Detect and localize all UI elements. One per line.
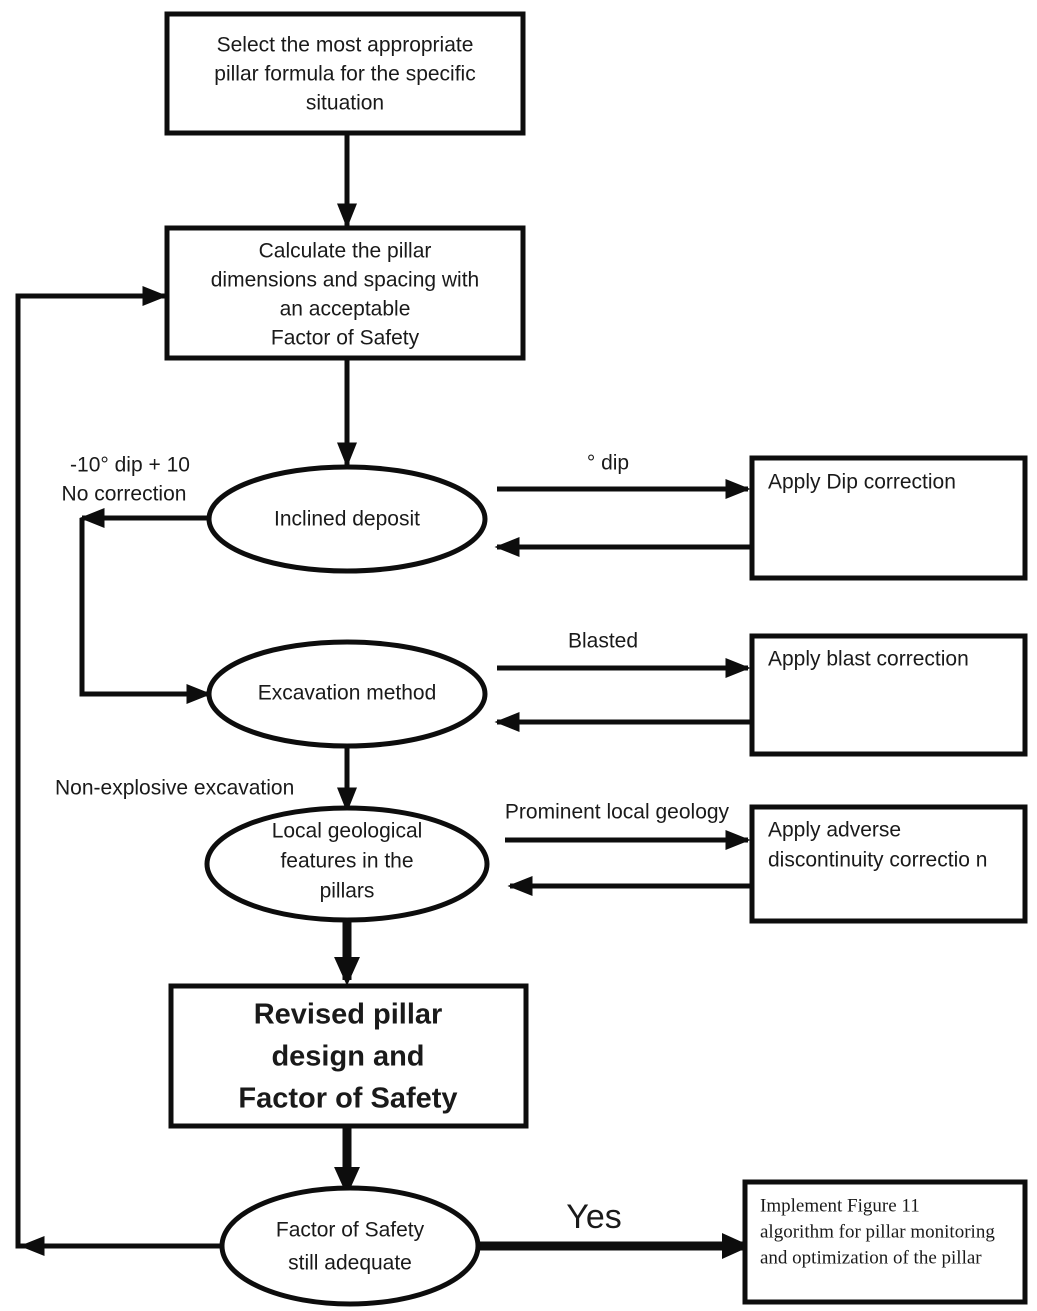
select-formula-line-3: situation bbox=[306, 92, 384, 115]
node-excavation-method[interactable]: Excavation method bbox=[206, 639, 488, 749]
node-calculate-dimensions[interactable]: Calculate the pillar dimensions and spac… bbox=[164, 225, 526, 361]
node-apply-adverse-discontinuity[interactable]: Apply adverse discontinuity correctio n bbox=[749, 804, 1028, 924]
node-revised-design[interactable]: Revised pillar design and Factor of Safe… bbox=[168, 983, 529, 1129]
revised-design-line-2: design and bbox=[271, 1041, 424, 1073]
implement-line-3: and optimization of the pillar bbox=[760, 1247, 982, 1268]
calculate-line-4: Factor of Safety bbox=[271, 327, 420, 350]
inclined-deposit-ellipse[interactable] bbox=[206, 464, 488, 574]
edge-label-no-correction-line-2: No correction bbox=[62, 483, 187, 506]
edge-label-blasted: Blasted bbox=[568, 630, 638, 653]
apply-dip-correction-box[interactable] bbox=[749, 455, 1028, 581]
calculate-dimensions-box[interactable] bbox=[164, 225, 526, 361]
apply-blast-correction-label: Apply blast correction bbox=[768, 648, 969, 671]
local-geology-line-2: features in the bbox=[280, 850, 413, 873]
node-select-formula[interactable]: Select the most appropriate pillar formu… bbox=[164, 11, 526, 136]
revised-design-line-3: Factor of Safety bbox=[238, 1083, 457, 1115]
select-formula-line-1: Select the most appropriate bbox=[217, 34, 474, 57]
calculate-line-1: Calculate the pillar bbox=[259, 240, 432, 263]
edge-feedback-loop-outer bbox=[15, 286, 223, 1249]
select-formula-line-2: pillar formula for the specific bbox=[214, 63, 475, 86]
node-implement-figure-11[interactable]: Implement Figure 11 algorithm for pillar… bbox=[742, 1179, 1028, 1305]
implement-line-1: Implement Figure 11 bbox=[760, 1195, 920, 1216]
node-apply-dip-correction[interactable]: Apply Dip correction bbox=[749, 455, 1028, 581]
fos-adequate-line-2: still adequate bbox=[288, 1252, 412, 1275]
node-fos-adequate[interactable]: Factor of Safety still adequate bbox=[219, 1185, 481, 1307]
node-local-geology[interactable]: Local geological features in the pillars bbox=[204, 805, 490, 923]
edge-label-yes: Yes bbox=[566, 1198, 621, 1236]
edge-label-non-explosive: Non-explosive excavation bbox=[55, 777, 294, 800]
fos-adequate-ellipse[interactable] bbox=[219, 1185, 481, 1307]
local-geology-line-3: pillars bbox=[320, 880, 375, 903]
apply-blast-correction-box[interactable] bbox=[749, 633, 1028, 757]
revised-design-box[interactable] bbox=[168, 983, 529, 1129]
local-geology-ellipse[interactable] bbox=[204, 805, 490, 923]
excavation-method-ellipse[interactable] bbox=[206, 639, 488, 749]
edge-label-prominent-local-geology: Prominent local geology bbox=[505, 801, 730, 824]
node-apply-blast-correction[interactable]: Apply blast correction bbox=[749, 633, 1028, 757]
edge-no-correction-down bbox=[79, 518, 212, 704]
excavation-method-label: Excavation method bbox=[258, 682, 437, 705]
local-geology-line-1: Local geological bbox=[272, 820, 423, 843]
edge-label-no-correction-line-1: -10° dip + 10 bbox=[70, 454, 190, 477]
calculate-line-3: an acceptable bbox=[280, 298, 411, 321]
calculate-line-2: dimensions and spacing with bbox=[211, 269, 480, 292]
apply-dip-correction-label: Apply Dip correction bbox=[768, 471, 956, 494]
fos-adequate-line-1: Factor of Safety bbox=[276, 1219, 425, 1242]
implement-line-2: algorithm for pillar monitoring bbox=[760, 1221, 995, 1242]
apply-adverse-line-1: Apply adverse bbox=[768, 819, 901, 842]
revised-design-line-1: Revised pillar bbox=[254, 999, 443, 1031]
implement-figure-11-box[interactable] bbox=[742, 1179, 1028, 1305]
select-formula-box[interactable] bbox=[164, 11, 526, 136]
inclined-deposit-label: Inclined deposit bbox=[274, 508, 420, 531]
edge-label-dip: ° dip bbox=[587, 452, 629, 475]
apply-adverse-line-2: discontinuity correctio n bbox=[768, 849, 987, 872]
node-inclined-deposit[interactable]: Inclined deposit bbox=[206, 464, 488, 574]
apply-adverse-discontinuity-box[interactable] bbox=[749, 804, 1028, 924]
